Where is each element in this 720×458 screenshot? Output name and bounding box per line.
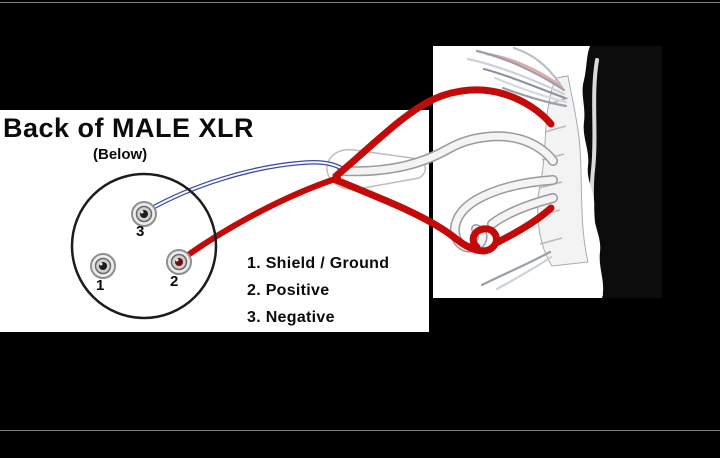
red-wire-lower-to-cable: [492, 204, 555, 247]
shield-strand: [495, 255, 553, 291]
red-wire-pin2: [178, 175, 341, 263]
xlr-pin-3: [131, 201, 157, 227]
shield-strand: [482, 67, 567, 100]
top-edge-line: [0, 2, 720, 3]
red-wire-lower-loop: [332, 176, 500, 255]
legend-item-negative: 3. Negative: [247, 309, 335, 326]
shield-strand: [480, 250, 552, 287]
pin-label-3: 3: [136, 223, 145, 240]
xlr-connector-outline: [70, 172, 218, 320]
pin-label-1: 1: [96, 277, 105, 294]
bottom-edge-line: [0, 430, 720, 431]
shield-strand: [466, 57, 566, 96]
negative-wire-core: [146, 161, 342, 212]
white-conductor-wire: [488, 194, 557, 228]
negative-wire-group: [144, 159, 344, 214]
red-wire-upper: [332, 86, 555, 180]
pin-highlight: [175, 258, 179, 262]
shield-drain-wire-group: [337, 131, 558, 177]
splice-outline: [326, 148, 427, 191]
shield-strand: [512, 46, 562, 86]
shield-strand: [501, 86, 568, 108]
white-conductor-wire-curl: [451, 176, 557, 252]
white-conductors: [449, 175, 558, 253]
xlr-pin-1: [90, 253, 116, 279]
pin-highlight: [99, 262, 103, 266]
pin-highlight: [140, 210, 144, 214]
cable-jacket-highlight: [589, 58, 603, 297]
cable-jacket: [582, 46, 662, 298]
diagram-subtitle: (Below): [93, 146, 148, 163]
shield-drain-wire: [338, 132, 557, 175]
pin-label-2: 2: [170, 273, 179, 290]
legend-item-positive: 2. Positive: [247, 282, 330, 299]
xlr-pin-2: [166, 249, 192, 275]
legend: 1. Shield / Ground 2. Positive 3. Negati…: [247, 255, 389, 327]
red-wires: [178, 86, 555, 263]
diagram-title: Back of MALE XLR: [3, 113, 255, 143]
shield-strand: [475, 49, 566, 92]
shield-strand: [493, 76, 568, 104]
shield-strands: [466, 46, 568, 291]
legend-item-shield-ground: 1. Shield / Ground: [247, 255, 390, 272]
xlr-panel-background: [0, 110, 429, 332]
